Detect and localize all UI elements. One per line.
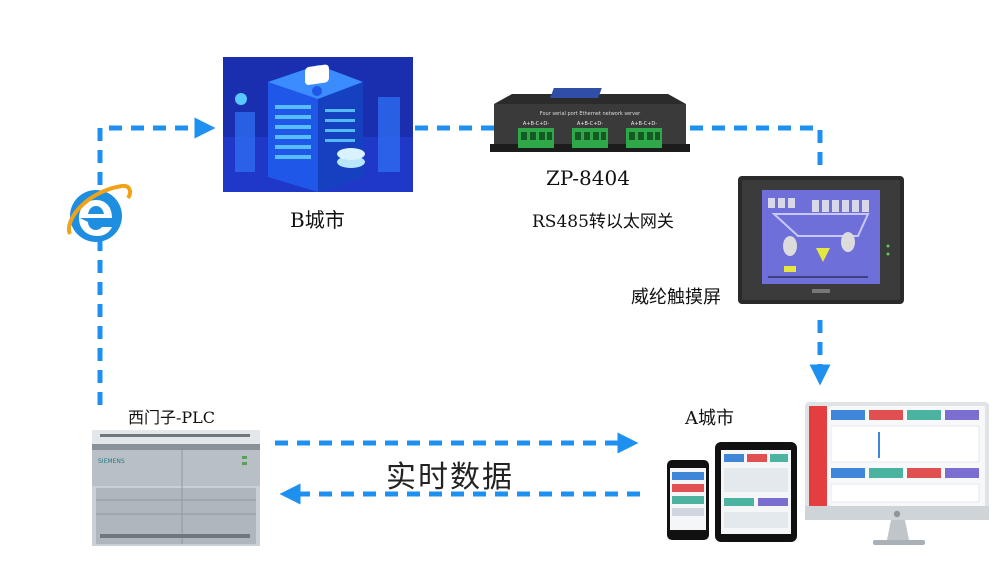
realtime-data-label: 实时数据 — [386, 460, 514, 495]
apple-logo-icon — [893, 510, 901, 518]
gateway-model-label: ZP-8404 — [546, 166, 630, 190]
plc-device-image: SIEMENS — [92, 430, 260, 546]
gateway-device-image: Four serial port Ethernet network server… — [490, 88, 690, 152]
gateway-device-text: Four serial port Ethernet network server — [540, 111, 641, 117]
ie-browser-icon — [66, 183, 132, 242]
monitor-device — [805, 402, 989, 545]
city-a-devices-image — [667, 402, 989, 545]
gateway-port-label-2: A+B-C+D- — [577, 121, 603, 127]
gateway-port-label-3: A+B-C+D- — [631, 121, 657, 127]
city-a-label: A城市 — [685, 408, 734, 429]
city-b-label: B城市 — [290, 208, 345, 232]
plc-brand-text: SIEMENS — [98, 458, 125, 465]
touchscreen-device-image — [738, 176, 904, 304]
link-plc-to-city-b — [97, 117, 216, 405]
touchscreen-label: 威纶触摸屏 — [631, 287, 721, 308]
gateway-port-label-1: A+B-C+D- — [523, 121, 549, 127]
tablet-device — [715, 442, 797, 542]
phone-device — [667, 460, 709, 540]
plc-label: 西门子-PLC — [128, 408, 216, 427]
city-b-building-image — [223, 57, 413, 192]
link-gateway-to-touchscreen — [690, 125, 823, 168]
gateway-description-label: RS485转以太网关 — [532, 212, 674, 232]
